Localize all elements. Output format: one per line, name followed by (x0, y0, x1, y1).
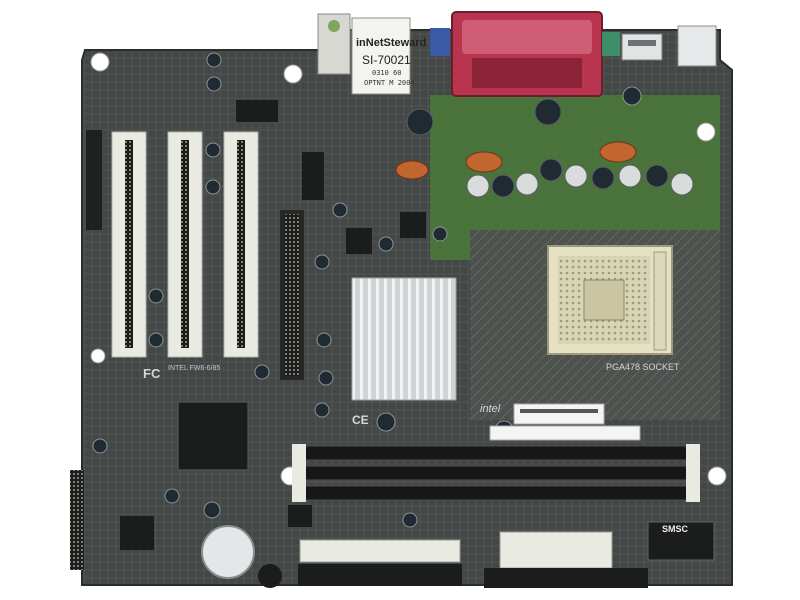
dimm-slot-2 (299, 465, 701, 481)
inductor-coils (395, 141, 637, 180)
dimm-slots (292, 444, 701, 502)
clock-chip (302, 152, 324, 200)
mosfet-1 (346, 228, 372, 254)
serial-sticker (489, 425, 641, 441)
rear-io-panel (317, 11, 717, 97)
dimm-slot-1 (299, 445, 701, 461)
lan-sticker-model: SI-70021 (362, 53, 411, 67)
mosfet-2 (400, 212, 426, 238)
vrm-capacitors (406, 98, 694, 198)
mounting-holes (90, 52, 727, 486)
ide-connector (298, 564, 462, 586)
ide-connector-2 (484, 568, 648, 588)
left-header-pins (70, 470, 84, 570)
cmos-battery (201, 525, 255, 579)
buzzer (258, 564, 282, 588)
barcode-sticker (513, 403, 605, 425)
lan-usb-stack (351, 17, 411, 95)
cpu-socket (547, 245, 673, 355)
floppy-connector (299, 539, 461, 563)
northbridge-heatsink (351, 277, 457, 401)
lan-sticker-line2: 0310 60 (372, 69, 402, 77)
dimm-slot-3 (299, 485, 701, 501)
usb-ports (621, 33, 663, 61)
southbridge-chip (177, 401, 249, 471)
serial-port-stub (602, 32, 620, 56)
board-part-text: INTEL FW6-6/85 (168, 365, 220, 372)
ic-chips (120, 100, 715, 561)
lan-sticker-line3: OPTNT M 2004 (364, 79, 415, 87)
vga-port-blue (430, 28, 450, 56)
smsc-chip (647, 521, 715, 561)
atx-power-connector (499, 531, 613, 569)
ce-mark: CE (352, 413, 369, 427)
brand-logo: intel (480, 403, 501, 415)
io-chip (120, 516, 154, 550)
smsc-chip-text: SMSC (662, 524, 689, 534)
left-header (86, 130, 102, 230)
fcc-mark: FC (143, 366, 161, 381)
bios-chip (236, 100, 278, 122)
small-capacitors (92, 52, 642, 528)
ps2-port (677, 25, 717, 67)
lan-chip (288, 505, 312, 527)
socket-label: PGA478 SOCKET (606, 362, 680, 372)
pci-slots (111, 131, 259, 358)
lan-sticker-brand: inNetSteward (356, 37, 426, 49)
